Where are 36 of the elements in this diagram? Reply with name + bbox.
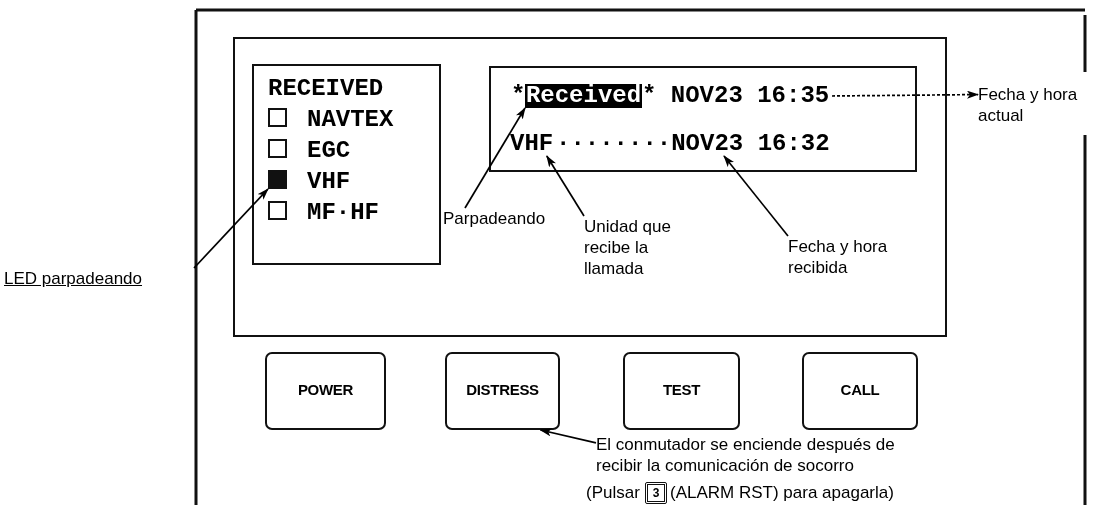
display-screen bbox=[233, 37, 947, 337]
display-text: VHF bbox=[510, 132, 556, 156]
annotation-text: (ALARM RST) para apagarla) bbox=[670, 482, 894, 504]
annotation-text: (Pulsar bbox=[586, 482, 640, 504]
panel-button: POWER bbox=[265, 352, 386, 430]
indicator-lamp bbox=[268, 201, 287, 220]
indicator-lamp bbox=[268, 108, 287, 127]
annotation-text: Parpadeando bbox=[443, 208, 553, 230]
indicator-lamp bbox=[268, 170, 287, 189]
annotation-text: El conmutador se enciende después de recibir la comunicación de socorro bbox=[596, 434, 936, 478]
display-text: * NOV23 16:35 bbox=[642, 84, 832, 108]
leader-line bbox=[193, 188, 269, 269]
leader-line bbox=[545, 155, 585, 217]
channel-label: NAVTEX bbox=[307, 105, 394, 135]
leader-line bbox=[831, 90, 979, 99]
keypad-key: 3 bbox=[645, 482, 667, 504]
annotation-text: LED parpadeando bbox=[4, 268, 194, 292]
panel-button: CALL bbox=[802, 352, 918, 430]
channel-label: EGC bbox=[307, 136, 351, 166]
message-display bbox=[489, 66, 917, 172]
panel-heading: RECEIVED bbox=[268, 74, 385, 104]
leader-line bbox=[723, 155, 789, 237]
panel-button: TEST bbox=[623, 352, 740, 430]
leader-line bbox=[539, 428, 597, 444]
leader-line bbox=[464, 107, 526, 209]
indicator-panel bbox=[252, 64, 441, 265]
display-text: ········NOV23 16:32 bbox=[556, 132, 836, 156]
channel-label: VHF bbox=[307, 167, 351, 197]
annotation-text: Unidad que recibe la llamada bbox=[584, 216, 704, 280]
panel-button: DISTRESS bbox=[445, 352, 560, 430]
annotation-text: Fecha y hora recibida bbox=[788, 236, 908, 280]
display-text: * bbox=[511, 84, 526, 108]
channel-label: MF·HF bbox=[307, 198, 379, 228]
highlighted-text: Received bbox=[525, 84, 642, 108]
indicator-lamp bbox=[268, 139, 287, 158]
annotation-text: Fecha y hora actual bbox=[978, 84, 1100, 128]
